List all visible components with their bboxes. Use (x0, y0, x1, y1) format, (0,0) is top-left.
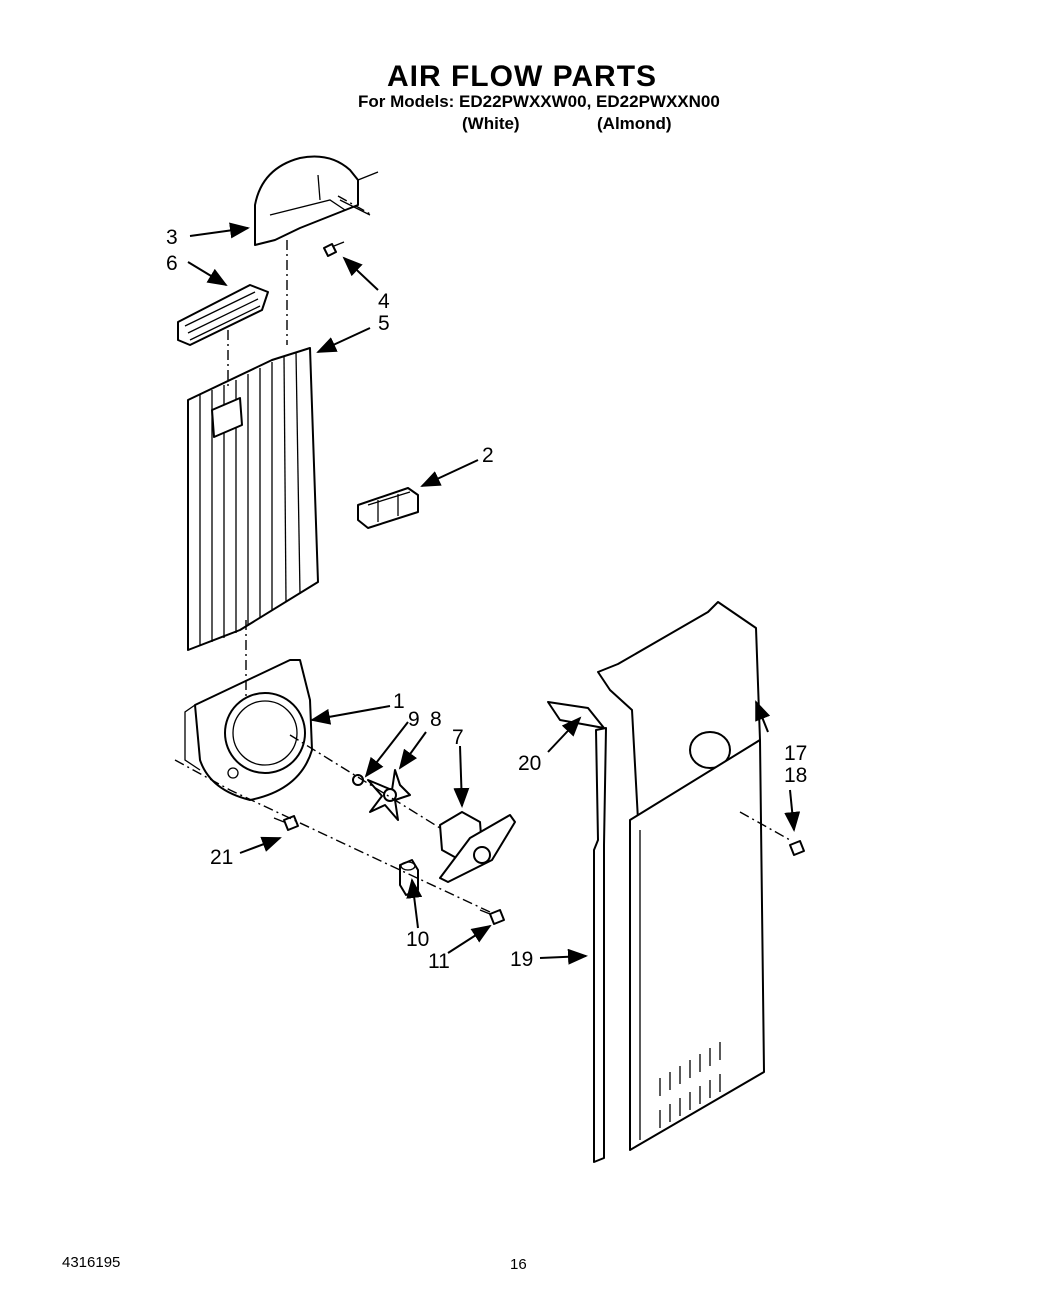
part-6-grille-insert (177, 284, 269, 346)
callout-11: 11 (428, 950, 450, 973)
callout-2: 2 (482, 444, 494, 467)
part-1-fan-shroud (184, 659, 313, 801)
callout-6: 6 (166, 252, 178, 275)
part-17-rear-panel (597, 601, 765, 1151)
callout-3: 3 (166, 226, 178, 249)
part-7-fan-motor (439, 811, 516, 883)
callout-4: 4 (378, 290, 390, 313)
part-4-screw (323, 241, 345, 257)
callout-8: 8 (430, 708, 442, 731)
callout-7: 7 (452, 726, 464, 749)
part-8-fan-blade (367, 769, 411, 821)
callout-17: 17 (784, 742, 807, 765)
variant-almond: (Almond) (597, 114, 672, 133)
rear-panel-vents (659, 1042, 721, 1128)
page-title: AIR FLOW PARTS (386, 60, 658, 93)
callout-21: 21 (210, 846, 233, 869)
callout-1: 1 (393, 690, 405, 713)
part-2-clip (357, 487, 419, 529)
document-number: 4316195 (62, 1254, 121, 1271)
leader-arrows (187, 222, 801, 965)
callout-20: 20 (518, 752, 541, 775)
callout-9: 9 (408, 708, 420, 731)
part-11-screw (479, 909, 505, 925)
part-3-duct-cover (254, 155, 379, 246)
variant-white: (White) (462, 114, 520, 133)
part-18-screw (789, 840, 805, 856)
part-19-trim-strip (593, 727, 607, 1163)
callout-18: 18 (784, 764, 807, 787)
models-line: For Models: ED22PWXXW00, ED22PWXXN00 (358, 92, 720, 111)
callout-5: 5 (378, 312, 390, 335)
assembly-lines (174, 195, 791, 913)
part-20-gasket (547, 701, 605, 729)
part-21-screw (273, 815, 299, 831)
callout-10: 10 (406, 928, 429, 951)
page-number: 16 (510, 1256, 527, 1273)
callout-19: 19 (510, 948, 533, 971)
part-5-evaporator-cover (187, 347, 319, 651)
